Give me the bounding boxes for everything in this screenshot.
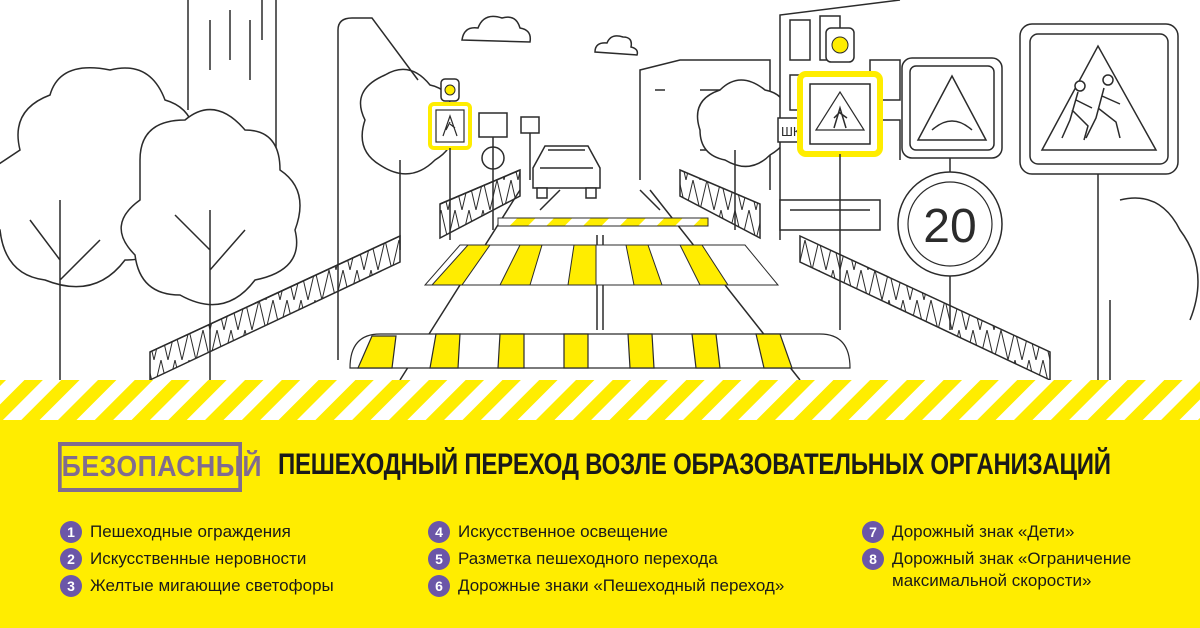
- speed-limit-sign: 20: [897, 171, 1003, 277]
- crosswalk-far: [497, 217, 709, 227]
- hazard-stripe: [0, 380, 1200, 420]
- page-title: ПЕШЕХОДНЫЙ ПЕРЕХОД ВОЗЛЕ ОБРАЗОВАТЕЛЬНЫХ…: [278, 448, 1111, 481]
- legend-item: 3 Желтые мигающие светофоры: [60, 575, 334, 597]
- car: [532, 145, 601, 199]
- legend-item: 4 Искусственное освещение: [428, 521, 784, 543]
- legend-item: 5 Разметка пешеходного перехода: [428, 548, 784, 570]
- left-pedestrian-sign: [428, 78, 472, 240]
- legend-column-1: 1 Пешеходные ограждения 2 Искусственные …: [60, 521, 334, 602]
- right-tree: [696, 79, 789, 230]
- left-building: [187, 0, 277, 150]
- legend-item: 8 Дорожный знак «Ограничение максимально…: [862, 548, 1131, 592]
- legend-label: Дорожный знак «Ограничение максимальной …: [892, 549, 1132, 590]
- right-tree-foreground: [1109, 197, 1199, 380]
- left-trees: [0, 67, 454, 380]
- stamp-label: БЕЗОПАСНЫЙ: [58, 442, 262, 492]
- legend-number-badge: 6: [428, 575, 450, 597]
- legend-number-badge: 5: [428, 548, 450, 570]
- legend-number-badge: 1: [60, 521, 82, 543]
- small-signs: [478, 112, 540, 230]
- cloud-icon: [461, 15, 639, 56]
- fence-left: [149, 168, 521, 382]
- speed-bump: [349, 333, 851, 369]
- info-band: [0, 420, 1200, 628]
- children-sign: [1019, 23, 1179, 380]
- speed-bump-sign: [901, 57, 1003, 330]
- legend-item: 1 Пешеходные ограждения: [60, 521, 334, 543]
- legend-label: Желтые мигающие светофоры: [90, 576, 334, 595]
- street-lamp-left: [337, 17, 419, 360]
- legend-column-3: 7 Дорожный знак «Дети» 8 Дорожный знак «…: [862, 521, 1131, 597]
- legend-number-badge: 4: [428, 521, 450, 543]
- speed-limit-value: 20: [923, 200, 976, 253]
- crosswalk-near: [423, 244, 780, 286]
- legend-column-2: 4 Искусственное освещение 5 Разметка пеш…: [428, 521, 784, 602]
- legend-item: 2 Искусственные неровности: [60, 548, 334, 570]
- legend-item: 6 Дорожные знаки «Пешеходный переход»: [428, 575, 784, 597]
- legend-item: 7 Дорожный знак «Дети»: [862, 521, 1131, 543]
- legend-number-badge: 2: [60, 548, 82, 570]
- legend-label: Искусственные неровности: [90, 549, 307, 568]
- legend-number-badge: 3: [60, 575, 82, 597]
- legend-label: Дорожные знаки «Пешеходный переход»: [458, 576, 785, 595]
- legend-label: Дорожный знак «Дети»: [892, 522, 1075, 541]
- legend-number-badge: 8: [862, 548, 884, 570]
- right-pedestrian-sign: [797, 27, 883, 330]
- legend-label: Пешеходные ограждения: [90, 522, 291, 541]
- legend-number-badge: 7: [862, 521, 884, 543]
- legend-label: Разметка пешеходного перехода: [458, 549, 718, 568]
- legend-label: Искусственное освещение: [458, 522, 668, 541]
